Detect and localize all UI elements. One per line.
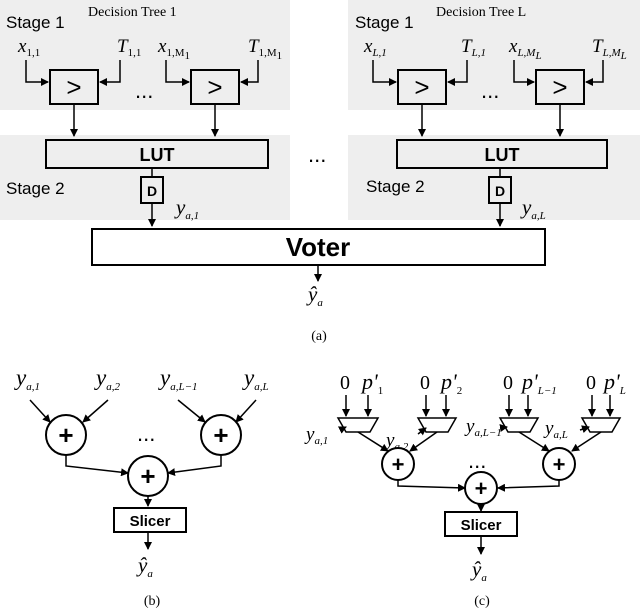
caption-a: (a) <box>311 329 327 344</box>
adder-symbol: + <box>392 452 405 477</box>
part-b-slicer <box>113 507 187 533</box>
svg-text:ŷa: ŷa <box>470 557 487 584</box>
tree1-lut-label: LUT <box>140 145 175 165</box>
tree1-comparator-2 <box>190 69 240 105</box>
tree1-delay-label: D <box>147 183 157 199</box>
svg-text:xL,1: xL,1 <box>363 36 387 59</box>
adder-symbol: + <box>58 420 73 450</box>
svg-text:ya,1: ya,1 <box>14 365 40 393</box>
comparator-symbol: > <box>207 72 222 102</box>
treeL-ellipsis: ... <box>481 78 499 103</box>
tree1-output-label: ya,1 <box>174 195 199 222</box>
svg-text:p'2: p'2 <box>439 369 462 397</box>
tree1-input-t1m: T1,M1 <box>248 36 282 62</box>
part-c-slicer-label: Slicer <box>461 517 502 534</box>
svg-text:ya,1: ya,1 <box>304 424 328 447</box>
treeL-input-tl1: TL,1 <box>461 36 486 59</box>
svg-text:T1,M1: T1,M1 <box>248 36 282 62</box>
svg-text:ya,L: ya,L <box>242 365 269 393</box>
treeL-input-xlm: xL,ML <box>508 36 542 62</box>
part-c-slicer <box>444 511 518 537</box>
svg-text:ŷa: ŷa <box>136 553 153 580</box>
part-b-input-1: ya,1 <box>14 365 40 393</box>
treeL-comparator-1 <box>397 69 447 105</box>
treeL-stage2-label: Stage 2 <box>366 177 425 196</box>
treeL-title: Decision Tree L <box>436 5 526 20</box>
svg-text:x1,M1: x1,M1 <box>157 36 190 62</box>
svg-text:p'L−1: p'L−1 <box>520 369 557 397</box>
tree1-stage2-label: Stage 2 <box>6 179 65 198</box>
part-c-output: ŷa <box>470 557 487 584</box>
comparator-symbol: > <box>552 72 567 102</box>
svg-text:ya,L: ya,L <box>543 418 568 441</box>
trees-ellipsis: ... <box>308 142 326 167</box>
svg-text:ya,L−1: ya,L−1 <box>158 365 198 393</box>
tree1-input-x1m: x1,M1 <box>157 36 190 62</box>
svg-text:x1,1: x1,1 <box>17 36 40 59</box>
svg-text:TL,ML: TL,ML <box>592 36 627 62</box>
svg-text:ya,1: ya,1 <box>174 195 199 222</box>
treeL-input-xl1: xL,1 <box>363 36 387 59</box>
voter-label: Voter <box>286 232 351 262</box>
part-c-mux-group-2: 0 p'2 ya,2 <box>384 369 462 453</box>
tree1-stage1-panel <box>0 0 290 110</box>
tree1-ellipsis: ... <box>135 78 153 103</box>
part-c-ellipsis: ... <box>468 448 486 473</box>
treeL-output-label: ya,L <box>520 195 546 222</box>
comparator-symbol: > <box>66 72 81 102</box>
svg-text:0: 0 <box>503 372 513 394</box>
svg-text:p'1: p'1 <box>360 369 383 397</box>
part-b-ellipsis: ... <box>137 421 155 446</box>
part-c-mux-group-1: 0 p'1 ya,1 <box>304 369 383 447</box>
svg-text:0: 0 <box>586 372 596 394</box>
voter-block <box>91 228 546 266</box>
svg-text:ya,L−1: ya,L−1 <box>464 416 502 439</box>
caption-c: (c) <box>474 594 490 609</box>
svg-text:ya,2: ya,2 <box>94 365 120 393</box>
part-b-input-l: ya,L <box>242 365 269 393</box>
part-c-mux-group-l-1: 0 p'L−1 ya,L−1 <box>464 369 557 439</box>
svg-text:0: 0 <box>420 372 430 394</box>
tree1-input-x11: x1,1 <box>17 36 40 59</box>
adder-symbol: + <box>140 461 155 491</box>
svg-text:xL,ML: xL,ML <box>508 36 542 62</box>
tree1-comparator-1 <box>49 69 99 105</box>
adder-symbol: + <box>475 476 488 501</box>
voter-output-label: ŷa <box>306 282 323 309</box>
part-c-mux-group-l: 0 p'L ya,L <box>543 369 626 441</box>
tree1-input-t11: T1,1 <box>117 36 141 59</box>
part-b-input-2: ya,2 <box>94 365 120 393</box>
svg-text:ŷa: ŷa <box>306 282 323 309</box>
part-b-output: ŷa <box>136 553 153 580</box>
treeL-comparator-2 <box>535 69 585 105</box>
part-b-input-l-1: ya,L−1 <box>158 365 198 393</box>
tree1-stage1-label: Stage 1 <box>6 13 65 32</box>
caption-b: (b) <box>144 594 161 609</box>
tree1-title: Decision Tree 1 <box>88 5 177 20</box>
svg-text:T1,1: T1,1 <box>117 36 141 59</box>
treeL-delay-label: D <box>495 183 505 199</box>
treeL-stage1-label: Stage 1 <box>355 13 414 32</box>
treeL-input-tlm: TL,ML <box>592 36 627 62</box>
svg-text:0: 0 <box>340 372 350 394</box>
adder-symbol: + <box>553 452 566 477</box>
comparator-symbol: > <box>414 72 429 102</box>
svg-text:p'L: p'L <box>602 369 626 397</box>
svg-text:ya,L: ya,L <box>520 195 546 222</box>
treeL-lut <box>396 139 608 169</box>
part-b-slicer-label: Slicer <box>130 513 171 530</box>
adder-symbol: + <box>213 420 228 450</box>
treeL-stage1-panel <box>348 0 640 110</box>
tree1-lut <box>45 139 269 169</box>
treeL-lut-label: LUT <box>485 145 520 165</box>
svg-text:TL,1: TL,1 <box>461 36 486 59</box>
